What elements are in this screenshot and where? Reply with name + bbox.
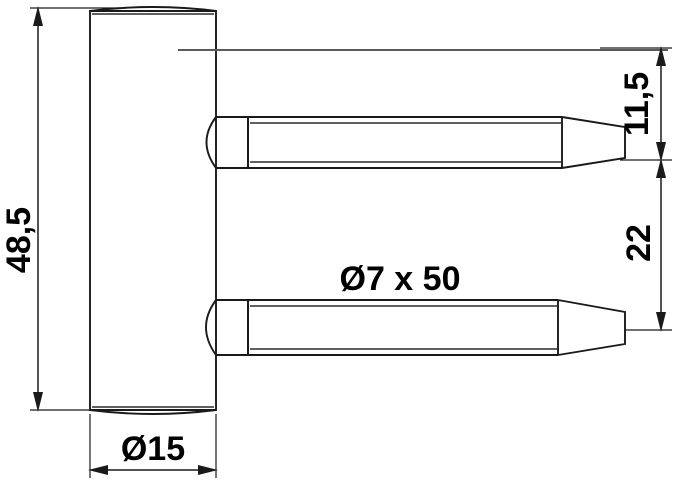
dimension-label-pin-spacing: 22 — [620, 224, 658, 262]
arrowhead-left — [88, 465, 108, 475]
dimension-pin-spacing: 22 — [620, 158, 672, 332]
dimension-label-height-total: 48,5 — [0, 207, 38, 273]
annotation-pin-spec: Ø7 x 50 — [340, 260, 461, 298]
arrowhead-down — [656, 312, 666, 332]
upper-pin — [205, 116, 626, 169]
arrowhead-up — [656, 158, 666, 178]
lower-pin — [205, 299, 626, 356]
dimension-label-pin-spec: Ø7 x 50 — [340, 260, 461, 298]
dimension-plate-width: Ø15 — [88, 414, 218, 478]
arrowhead-down — [656, 142, 666, 162]
arrowhead-down — [33, 392, 43, 412]
dimension-pin-top-offset: 11,5 — [600, 46, 672, 162]
arrowhead-right — [198, 465, 218, 475]
dimension-height-total: 48,5 — [0, 6, 120, 412]
dimension-label-plate-width: Ø15 — [121, 430, 185, 468]
dimension-label-pin-top-offset: 11,5 — [618, 72, 656, 136]
arrowhead-up — [33, 6, 43, 26]
plate-body — [89, 6, 217, 415]
arrowhead-up — [656, 46, 666, 66]
